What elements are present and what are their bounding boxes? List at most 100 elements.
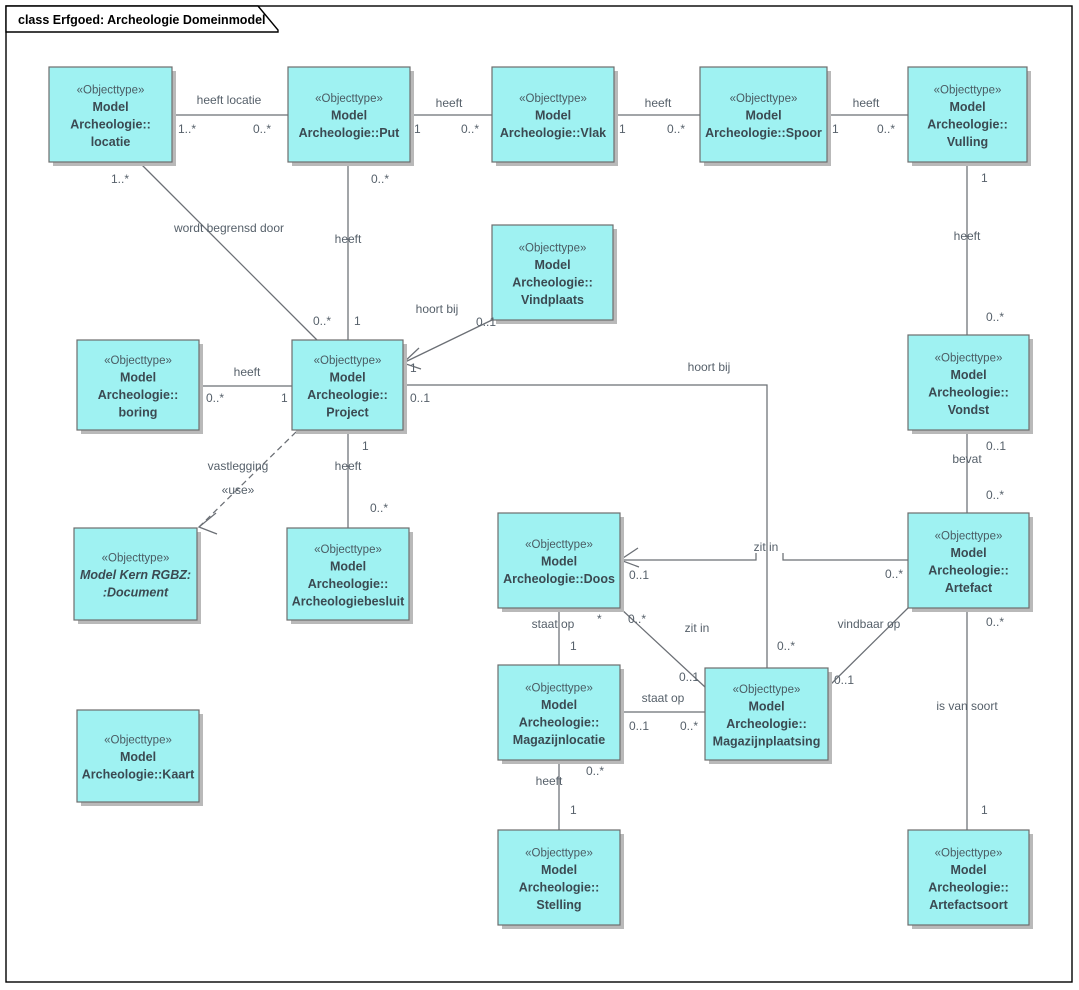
class-box-archeologiebesluit[interactable]: «Objecttype»ModelArcheologie::Archeologi… xyxy=(286,527,413,624)
connector-artefact-magazijnplaatsing xyxy=(827,607,909,688)
class-box-rect[interactable] xyxy=(907,66,1028,163)
lbl-m-put-0n-down: 0..* xyxy=(371,172,389,186)
class-box-magazijnlocatie[interactable]: «Objecttype»ModelArcheologie::Magazijnlo… xyxy=(497,664,624,764)
lbl-m-project-1-left: 1 xyxy=(281,391,288,405)
class-stereotype: «Objecttype» xyxy=(525,847,593,859)
class-box-rect[interactable] xyxy=(76,339,200,431)
class-name-line: Model xyxy=(331,109,367,123)
lbl-zit-in-artefact-doos: zit in xyxy=(754,540,779,554)
class-box-rect[interactable] xyxy=(491,66,615,163)
class-box-rect[interactable] xyxy=(286,527,410,621)
lbl-m-put-1: 1 xyxy=(414,122,421,136)
lbl-m-vlak-0n: 0..* xyxy=(461,122,479,136)
class-box-rect[interactable] xyxy=(48,66,173,163)
class-stereotype: «Objecttype» xyxy=(935,352,1003,364)
lbl-m-vulling-1: 1 xyxy=(981,171,988,185)
class-name-line: Archeologie:: xyxy=(98,388,179,402)
lbl-m-mp-01-left: 0..1 xyxy=(679,670,699,684)
lbl-m-vondst-0n: 0..* xyxy=(986,310,1004,324)
class-box-rect[interactable] xyxy=(73,527,198,621)
lbl-m-project-1-top: 1 xyxy=(354,314,361,328)
class-box-rect[interactable] xyxy=(491,224,614,321)
class-box-rect[interactable] xyxy=(699,66,828,163)
lbl-m-mp-01-right: 0..1 xyxy=(834,673,854,687)
lbl-m-project-01-right: 0..1 xyxy=(410,391,430,405)
class-stereotype: «Objecttype» xyxy=(730,93,798,105)
class-name-line: Magazijnplaatsing xyxy=(713,734,821,748)
class-box-rect[interactable] xyxy=(907,512,1030,609)
connector-artefact-doos-b xyxy=(620,553,757,561)
class-name-line: Archeologie:: xyxy=(519,880,600,894)
class-box-rect[interactable] xyxy=(907,829,1030,926)
class-stereotype: «Objecttype» xyxy=(104,355,172,367)
class-box-document[interactable]: «Objecttype»Model Kern RGBZ::Document xyxy=(73,527,201,624)
lbl-m-project-1-bottom: 1 xyxy=(362,439,369,453)
class-name-line: Model xyxy=(949,100,985,114)
class-name-line: Archeologie::Spoor xyxy=(705,126,822,140)
class-name-line: Archeologie::Doos xyxy=(503,572,615,586)
class-box-rect[interactable] xyxy=(497,512,621,609)
class-box-rect[interactable] xyxy=(497,664,621,761)
lbl-heeft-put-vlak: heeft xyxy=(436,96,463,110)
class-name-line: Archeologie:: xyxy=(928,385,1009,399)
class-name-line: Model xyxy=(535,109,571,123)
class-name-line: Archeologie:: xyxy=(512,275,593,289)
connector-project-magazijnplaatsing xyxy=(403,384,768,668)
class-name-line: Archeologie:: xyxy=(70,117,151,131)
class-box-rect[interactable] xyxy=(76,709,200,803)
class-name-line: boring xyxy=(119,405,158,419)
class-name-line: Archeologie::Kaart xyxy=(82,768,195,782)
lbl-m-doos-star: * xyxy=(597,612,602,626)
lbl-staat-op-doos: staat op xyxy=(532,617,575,631)
class-name-line: Model Kern RGBZ: xyxy=(80,568,191,582)
class-name-line: Archeologiebesluit xyxy=(292,594,405,608)
class-name-line: Model xyxy=(541,863,577,877)
lbl-m-artefact-0n-bottom: 0..* xyxy=(986,615,1004,629)
diagram-title: class Erfgoed: Archeologie Domeinmodel xyxy=(18,13,266,27)
lbl-m-stelling-1: 1 xyxy=(570,803,577,817)
lbl-heeft-vulling-vondst: heeft xyxy=(954,229,981,243)
class-box-rect[interactable] xyxy=(907,334,1030,431)
class-box-rect[interactable] xyxy=(704,667,829,761)
class-box-rect[interactable] xyxy=(287,66,411,163)
class-name-line: Model xyxy=(950,863,986,877)
lbl-heeft-vlak-spoor: heeft xyxy=(645,96,672,110)
class-stereotype: «Objecttype» xyxy=(525,682,593,694)
class-name-line: Model xyxy=(950,368,986,382)
class-name-line: Model xyxy=(120,370,156,384)
lbl-m-spoor-0n: 0..* xyxy=(667,122,685,136)
class-name-line: Archeologie:: xyxy=(927,117,1008,131)
class-box-rect[interactable] xyxy=(291,339,404,431)
arrowhead-vastlegging xyxy=(197,512,218,535)
class-stereotype: «Objecttype» xyxy=(102,553,170,565)
class-name-line: Model xyxy=(534,258,570,272)
lbl-m-artefactsoort-1: 1 xyxy=(981,803,988,817)
lbl-m-artefact-0n-left: 0..* xyxy=(885,567,903,581)
lbl-hoort-bij-vindplaats: hoort bij xyxy=(416,302,459,316)
lbl-heeft-locatie: heeft locatie xyxy=(197,93,262,107)
lbl-m-doos-01: 0..1 xyxy=(629,568,649,582)
class-name-line: Vondst xyxy=(948,403,990,417)
class-stereotype: «Objecttype» xyxy=(733,684,801,696)
class-stereotype: «Objecttype» xyxy=(104,735,172,747)
class-name-line: Model xyxy=(120,750,156,764)
class-box-artefactsoort[interactable]: «Objecttype»ModelArcheologie::Artefactso… xyxy=(907,829,1033,929)
lbl-heeft-spoor-vulling: heeft xyxy=(853,96,880,110)
class-box-magazijnplaatsing[interactable]: «Objecttype»ModelArcheologie::Magazijnpl… xyxy=(704,667,832,764)
class-box-rect[interactable] xyxy=(497,829,621,926)
